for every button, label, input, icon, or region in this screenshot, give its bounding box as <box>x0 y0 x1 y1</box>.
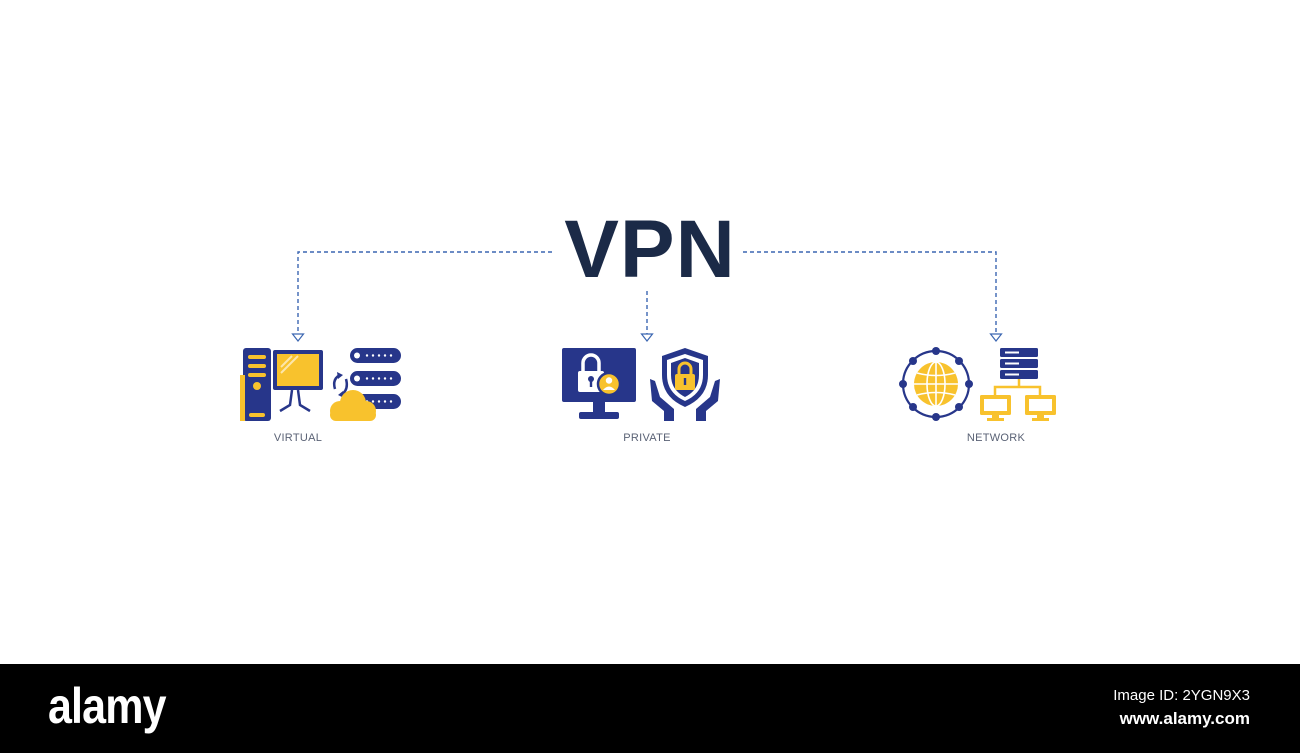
connector-to-network <box>743 251 997 334</box>
image-id-text: Image ID: 2YGN9X3 <box>1113 687 1250 704</box>
footer-bar: alamy Image ID: 2YGN9X3 www.alamy.com <box>0 664 1300 753</box>
arrowhead-virtual <box>291 333 305 342</box>
connector-arrows <box>291 251 1003 342</box>
virtual-machine-cloud-server-icon <box>240 345 410 425</box>
network-label: NETWORK <box>966 432 1026 444</box>
arrowhead-private <box>640 333 654 342</box>
network-globe-server-icon <box>898 345 1068 425</box>
arrowhead-network <box>989 333 1003 342</box>
connector-to-virtual <box>297 251 552 334</box>
virtual-label: VIRTUAL <box>273 432 323 444</box>
diagram-title: VPN <box>564 204 736 295</box>
private-lock-shield-icon <box>560 345 730 425</box>
private-label: PRIVATE <box>623 432 671 444</box>
brand-logo[interactable]: alamy <box>48 678 166 734</box>
site-url-link[interactable]: www.alamy.com <box>1119 709 1250 728</box>
